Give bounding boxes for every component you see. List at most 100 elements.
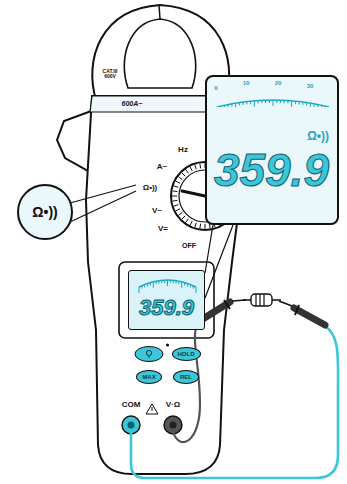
scale-tick: [276, 100, 277, 103]
scale-arc: [217, 100, 329, 107]
dial-knurl: [174, 186, 179, 188]
button-label: MAX: [142, 374, 155, 380]
dial-knurl: [178, 212, 182, 215]
dial-knurl: [195, 223, 197, 228]
dial-knurl: [176, 209, 180, 211]
scale-tick: [287, 100, 288, 103]
terminal-label: V·Ω: [166, 401, 180, 409]
magnified-display: Ω•))359.9: [205, 75, 339, 225]
lamp-icon: [149, 356, 150, 358]
scale-number: 30: [307, 83, 314, 89]
dial-position: A~: [157, 163, 167, 171]
scale-tick: [310, 103, 311, 107]
com-terminal: [122, 416, 140, 434]
category-rating: CAT.III 600V: [97, 69, 123, 80]
callout-leader: [70, 185, 136, 203]
scale-tick: [321, 105, 322, 107]
scale-tick: [161, 280, 162, 283]
scale-tick: [284, 100, 285, 103]
callout-circle: Ω•)): [17, 184, 73, 240]
scale-tick: [181, 282, 182, 288]
scale-tick: [280, 100, 281, 103]
scale-tick: [231, 104, 232, 107]
indicator-dot: [166, 343, 169, 346]
scale-tick: [239, 103, 240, 106]
resistor-band: [255, 294, 256, 306]
scale-tick: [295, 101, 296, 104]
scale-tick: [141, 286, 142, 289]
right-probe: [294, 308, 325, 325]
scale-tick: [302, 102, 303, 105]
dial-knurl: [190, 167, 192, 171]
scale-tick: [187, 283, 188, 286]
resistor-band: [263, 294, 264, 306]
callout-leader: [70, 191, 136, 222]
display-bezel: [119, 262, 214, 338]
dial-knurl: [190, 221, 192, 225]
scale-tick: [196, 287, 197, 293]
button-label: HOLD: [178, 351, 195, 357]
scale-tick: [173, 280, 174, 283]
scale-tick: [158, 281, 159, 284]
dial-pointer: [182, 191, 205, 196]
dial-knurl: [172, 196, 177, 197]
rel-button: REL: [173, 370, 199, 384]
button-label: REL: [180, 374, 192, 380]
scale-tick: [150, 283, 151, 286]
scale-number: 20: [275, 80, 282, 86]
scale-tick: [153, 282, 154, 288]
dial-knurl: [199, 224, 201, 229]
scale-tick: [184, 283, 185, 286]
dial-knurl: [182, 173, 186, 177]
dial-position: V~: [152, 207, 162, 215]
current-rating: 600A~: [122, 100, 143, 107]
lcd-display: 359.9: [128, 270, 205, 330]
scale-tick: [306, 103, 307, 106]
scale-tick: [224, 105, 225, 107]
dial-position: Hz: [178, 146, 188, 154]
scale-tick: [291, 101, 292, 107]
max-button: MAX: [136, 370, 162, 384]
dial-knurl: [205, 224, 206, 229]
v-ohm-terminal: [170, 422, 177, 429]
scale-tick: [235, 103, 236, 107]
scale-tick: [144, 284, 145, 287]
scale-tick: [269, 100, 270, 103]
scale-tick: [228, 104, 229, 107]
resistor-band: [259, 294, 260, 306]
scale-tick: [246, 102, 247, 105]
jaw-seam: [159, 5, 160, 19]
warning-triangle: [152, 407, 153, 411]
scale-tick: [299, 102, 300, 105]
scale-tick: [250, 101, 251, 104]
scale-tick: [139, 287, 140, 293]
scale-tick: [147, 283, 148, 286]
dial-knurl: [176, 181, 180, 183]
scale-tick: [254, 101, 255, 107]
hold-button: HOLD: [172, 347, 201, 361]
scale-tick: [170, 280, 171, 283]
dial-knurl: [174, 205, 179, 207]
reading-digits: 359.9: [139, 297, 194, 319]
scale-tick: [258, 100, 259, 103]
scale-arc: [139, 280, 196, 287]
dial-knurl: [172, 190, 177, 192]
scale-tick: [314, 104, 315, 107]
dial-knurl: [186, 169, 189, 173]
warning-triangle: [146, 404, 158, 414]
scale-tick: [156, 281, 157, 284]
right-probe-guard: [295, 305, 299, 315]
terminal-label: COM: [122, 401, 141, 409]
right-probe-tip: [279, 301, 292, 306]
lamp-icon: [146, 350, 151, 355]
resistor-symbol: [251, 294, 272, 306]
scale-tick: [261, 100, 262, 103]
dial-position: OFF: [182, 242, 196, 249]
scale-tick: [325, 106, 326, 107]
backlight-button: [135, 347, 163, 362]
scale-tick: [190, 284, 191, 287]
scale-tick: [273, 100, 274, 106]
jaw-opening: [124, 19, 195, 88]
